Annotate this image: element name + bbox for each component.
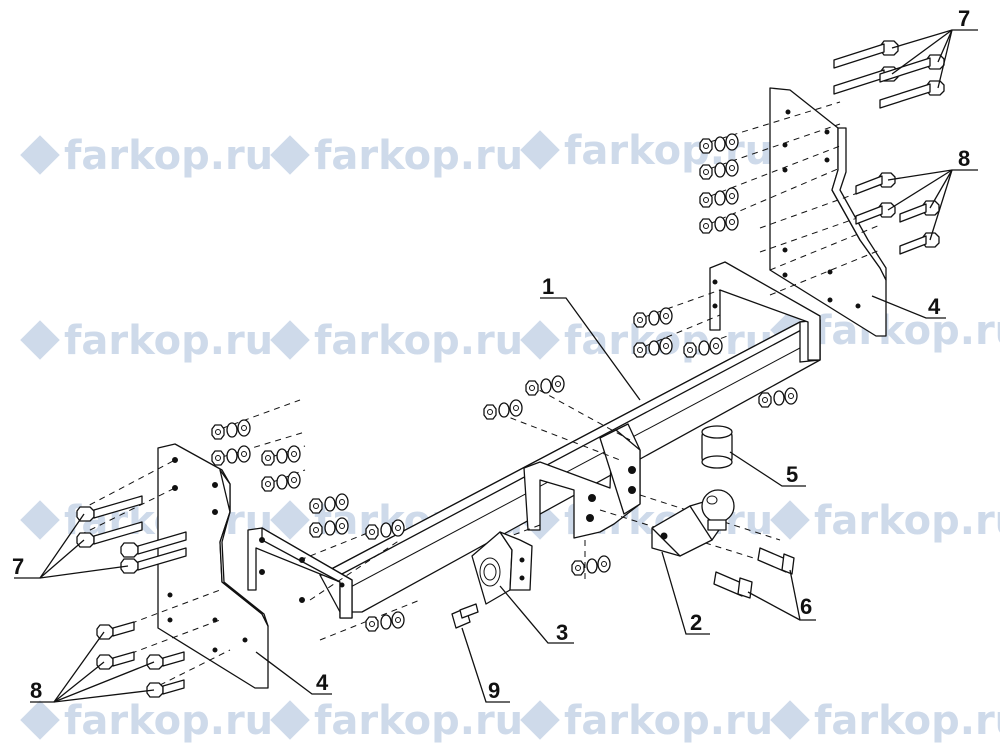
label-part-7-right: 7 [958, 6, 970, 31]
tow-ball-cap [701, 425, 733, 469]
label-part-5: 5 [786, 462, 798, 487]
label-part-8-right: 8 [958, 146, 970, 171]
label-part-9: 9 [488, 678, 500, 703]
label-part-4-left: 4 [316, 670, 329, 695]
label-part-3: 3 [556, 620, 568, 645]
label-part-4-right: 4 [928, 294, 941, 319]
label-part-2: 2 [690, 610, 702, 635]
left-mounting-plate [157, 443, 269, 689]
leader-lines [14, 29, 978, 703]
label-part-8-left: 8 [30, 678, 42, 703]
socket-mounting-plate [471, 531, 533, 605]
label-part-1: 1 [542, 274, 554, 299]
right-mounting-plate [769, 87, 887, 337]
tow-ball-bolts [713, 547, 795, 599]
tow-ball [701, 489, 735, 531]
socket-bolt [451, 603, 479, 629]
label-part-7-left: 7 [12, 554, 24, 579]
part-number-labels: 1 2 3 4 4 5 6 7 7 8 8 9 [12, 6, 970, 703]
main-cross-beam [247, 261, 821, 619]
label-part-6: 6 [800, 594, 812, 619]
